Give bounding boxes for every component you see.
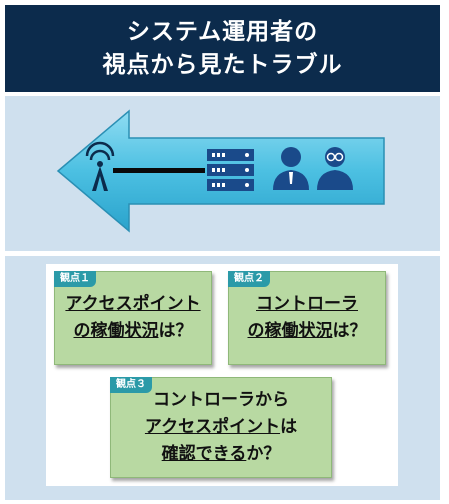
viewpoint-tag-1: 観点１ bbox=[54, 271, 96, 287]
title-bar: システム運用者の 視点から見たトラブル bbox=[5, 5, 440, 92]
card-1-line-1: アクセスポイント bbox=[65, 294, 201, 314]
card-3-line-2: アクセスポイントは bbox=[144, 417, 298, 437]
viewpoint-tag-2: 観点２ bbox=[228, 271, 270, 287]
server-rack-icon bbox=[207, 149, 254, 191]
card-2-line-1: コントローラ bbox=[256, 294, 358, 314]
card-3-line-3: 確認できるか？ bbox=[161, 444, 281, 464]
title-line-1: システム運用者の bbox=[126, 18, 319, 45]
connection-line bbox=[113, 168, 205, 173]
operator-person-icon bbox=[273, 147, 309, 190]
title-line-2: 視点から見たトラブル bbox=[102, 51, 343, 78]
card-3-line-1: コントローラから bbox=[153, 390, 289, 410]
trouble-direction-arrow bbox=[56, 109, 385, 233]
viewpoint-tag-3: 観点３ bbox=[110, 377, 152, 393]
viewpoint-card-3: コントローラから アクセスポイントは 確認できるか？ bbox=[110, 377, 332, 478]
operator-glasses-person-icon bbox=[317, 147, 353, 190]
card-2-line-2: の稼働状況は？ bbox=[247, 321, 367, 341]
wireless-access-point-icon bbox=[85, 141, 115, 191]
card-1-line-2: の稼働状況は？ bbox=[73, 321, 193, 341]
